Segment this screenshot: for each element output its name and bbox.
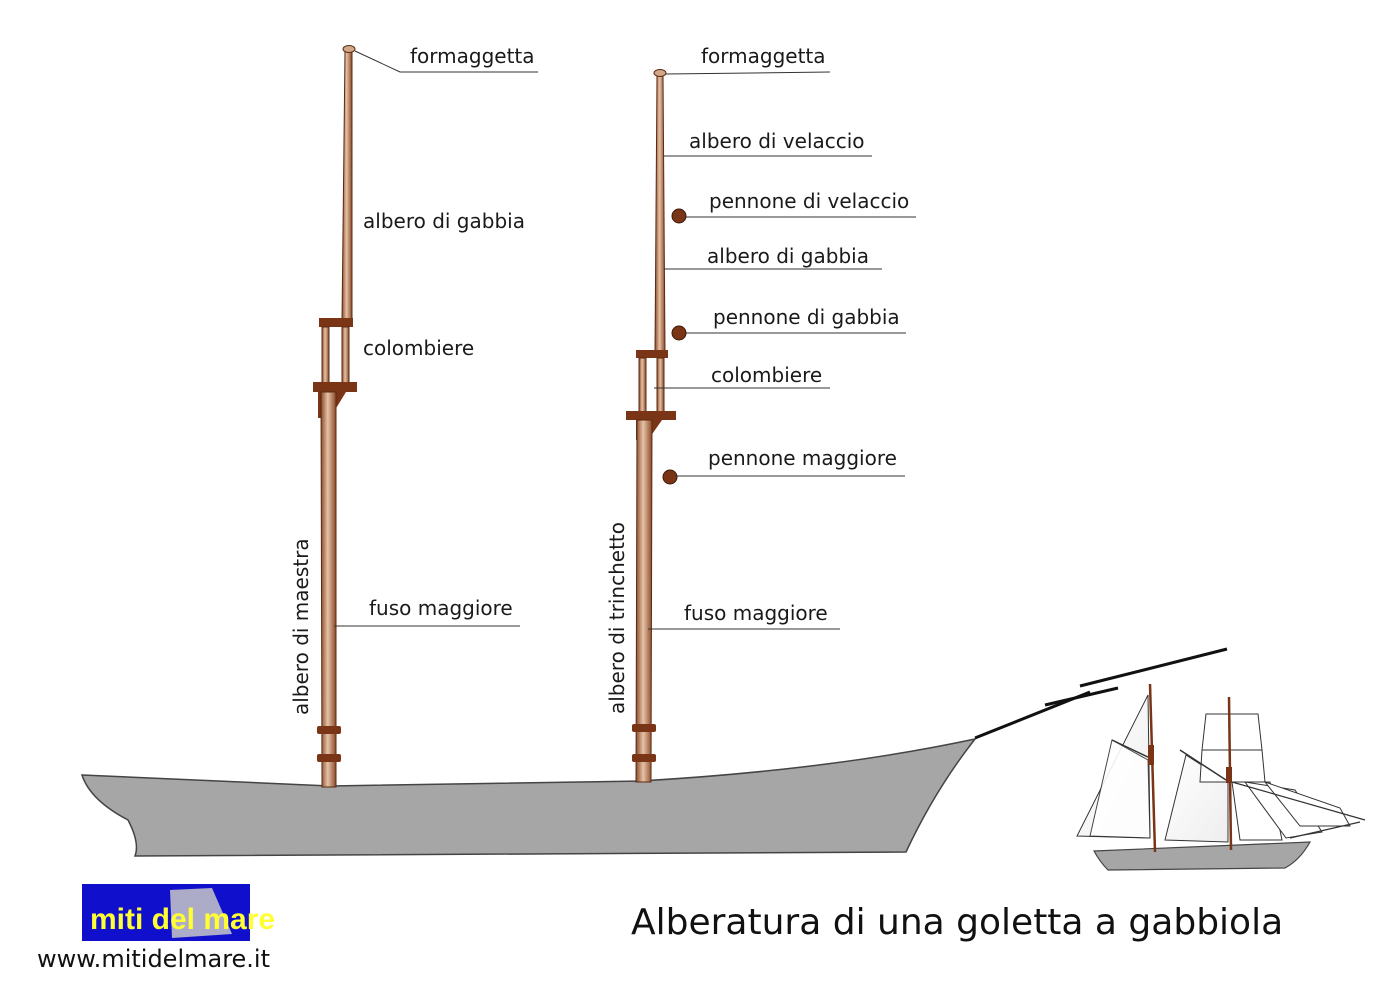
diagram-title: Alberatura di una goletta a gabbiola <box>631 902 1283 943</box>
main-mast <box>313 45 357 788</box>
fore-truck-label: formaggetta <box>701 44 826 68</box>
main-truck-label: formaggetta <box>410 44 535 68</box>
bowsprit <box>974 647 1228 740</box>
fore-topsail-yard-label: pennone di gabbia <box>713 305 900 329</box>
fore-mast-name-label: albero di trinchetto <box>605 522 629 714</box>
topsail-yard-end <box>671 325 687 341</box>
fore-topgallant-yard-label: pennone di velaccio <box>709 189 909 213</box>
hull <box>80 737 977 857</box>
main-yard-end <box>662 469 678 485</box>
main-cap-label: colombiere <box>363 336 474 360</box>
main-truck-icon <box>342 45 356 53</box>
fore-cap <box>636 350 668 358</box>
leader-lines <box>334 50 916 630</box>
fore-mast <box>626 69 687 783</box>
fore-lower-mast-label: fuso maggiore <box>684 601 828 625</box>
main-cap <box>319 318 353 327</box>
main-topmast-label: albero di gabbia <box>363 209 525 233</box>
labels: formaggetta albero di gabbia colombiere … <box>289 44 909 715</box>
logo: miti del mare <box>82 884 275 941</box>
schooner-illustration <box>1076 683 1366 871</box>
fore-truck-icon <box>653 69 667 77</box>
website-url: www.mitidelmare.it <box>37 945 270 973</box>
fore-cap-label: colombiere <box>711 363 822 387</box>
fore-topmast-label: albero di gabbia <box>707 244 869 268</box>
main-lower-mast-label: fuso maggiore <box>369 596 513 620</box>
main-mast-name-label: albero di maestra <box>289 538 313 715</box>
logo-text: miti del mare <box>90 903 275 936</box>
fore-main-yard-label: pennone maggiore <box>708 446 897 470</box>
topgallant-yard-end <box>671 208 687 224</box>
fore-topgallant-mast-label: albero di velaccio <box>689 129 865 153</box>
